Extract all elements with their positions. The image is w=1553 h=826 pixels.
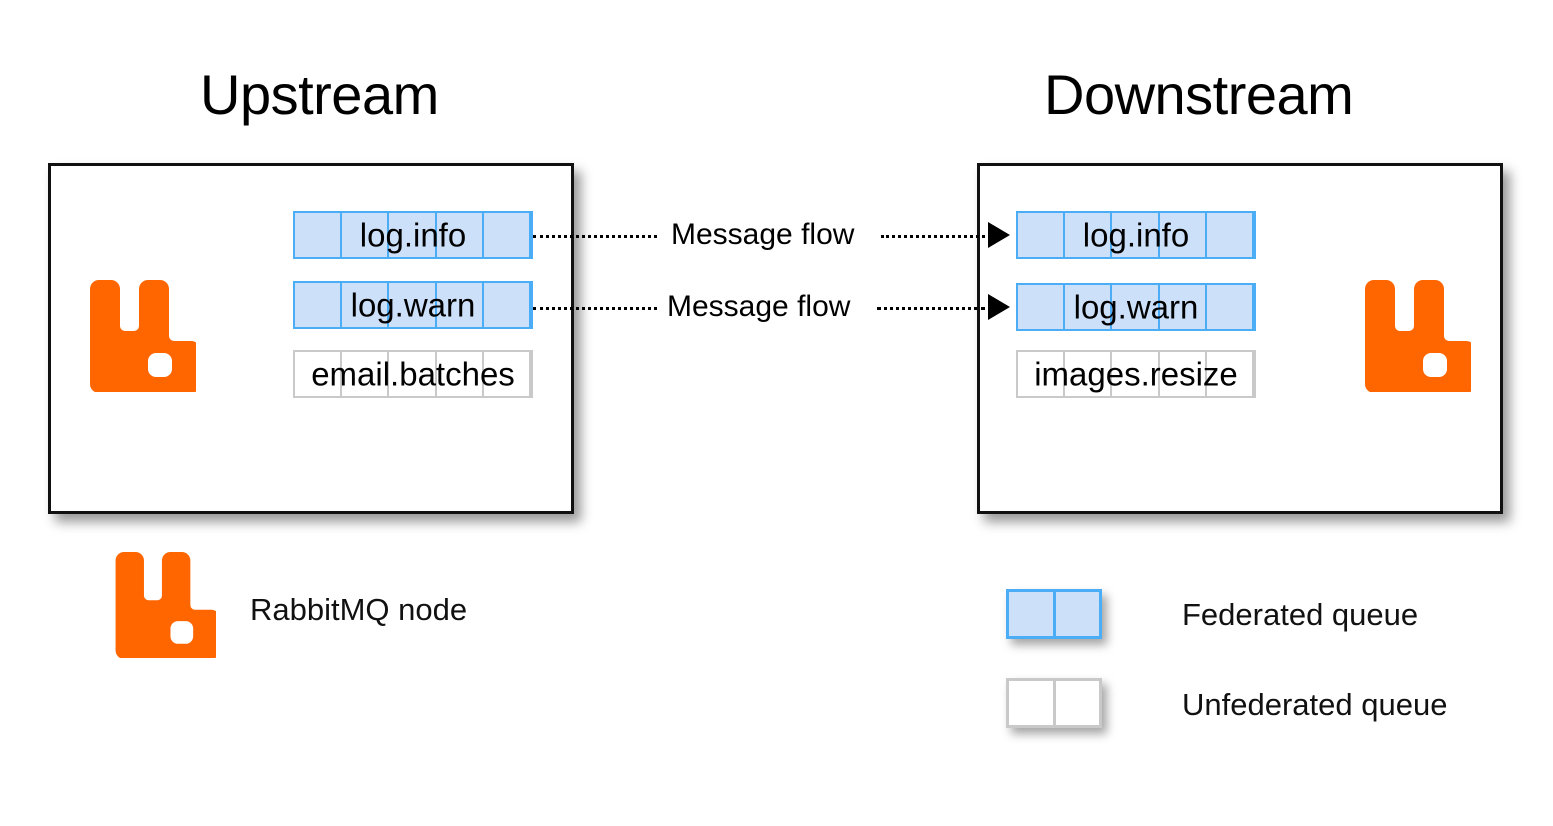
queue-cell [342, 283, 390, 327]
rabbitmq-logo-icon [1355, 280, 1471, 392]
queue-upstream-log-info[interactable]: log.info [293, 211, 533, 259]
queue-downstream-log-info[interactable]: log.info [1016, 211, 1256, 259]
queue-cell [389, 213, 437, 257]
flow-dotted-line [533, 235, 657, 238]
queue-cell [484, 213, 532, 257]
queue-cell [1065, 285, 1113, 329]
queue-cell [1065, 352, 1113, 396]
queue-cell [342, 352, 390, 396]
queue-cell [1112, 285, 1160, 329]
queue-cell [295, 213, 343, 257]
legend-rabbitmq-logo-icon [106, 552, 216, 658]
upstream-title: Upstream [200, 63, 439, 126]
queue-cell [1056, 592, 1100, 636]
queue-cell [1065, 213, 1113, 257]
legend-swatch-federated-queue [1006, 589, 1102, 639]
queue-downstream-images-resize[interactable]: images.resize [1016, 350, 1256, 398]
queue-cell [1018, 352, 1066, 396]
queue-cell [1009, 592, 1056, 636]
flow-label: Message flow [667, 290, 851, 323]
downstream-title: Downstream [1044, 63, 1354, 126]
queue-cell [389, 283, 437, 327]
flow-dotted-line [881, 235, 985, 238]
legend-label-federated-queue: Federated queue [1182, 597, 1419, 632]
queue-cell [1018, 285, 1066, 329]
queue-cell [484, 352, 532, 396]
flow-dotted-line [533, 307, 657, 310]
queue-cell [1056, 681, 1100, 725]
legend-label-unfederated-queue: Unfederated queue [1182, 687, 1448, 722]
queue-cell [389, 352, 437, 396]
legend-swatch-unfederated-queue [1006, 678, 1102, 728]
queue-cell [295, 352, 343, 396]
queue-cell [437, 352, 484, 396]
queue-cell [1112, 213, 1160, 257]
queue-cell [295, 283, 343, 327]
queue-cell [1160, 285, 1207, 329]
queue-cell [1207, 213, 1255, 257]
queue-cell [1207, 285, 1255, 329]
arrow-right-icon [988, 222, 1010, 248]
queue-cell [342, 213, 390, 257]
queue-cell [1018, 213, 1066, 257]
queue-cell [437, 283, 484, 327]
queue-cell [484, 283, 532, 327]
arrow-right-icon [988, 294, 1010, 320]
queue-cell [1160, 352, 1207, 396]
queue-cell [1112, 352, 1160, 396]
rabbitmq-logo-icon [80, 280, 196, 392]
queue-upstream-log-warn[interactable]: log.warn [293, 281, 533, 329]
legend-label-rabbitmq-node: RabbitMQ node [250, 592, 468, 627]
flow-label: Message flow [671, 218, 855, 251]
queue-cell [1160, 213, 1207, 257]
queue-upstream-email-batches[interactable]: email.batches [293, 350, 533, 398]
queue-downstream-log-warn[interactable]: log.warn [1016, 283, 1256, 331]
message-flow-log-warn: Message flow [533, 287, 1017, 327]
flow-dotted-line [877, 307, 985, 310]
message-flow-log-info: Message flow [533, 215, 1017, 255]
queue-cell [1207, 352, 1255, 396]
queue-cell [1009, 681, 1056, 725]
queue-cell [437, 213, 484, 257]
